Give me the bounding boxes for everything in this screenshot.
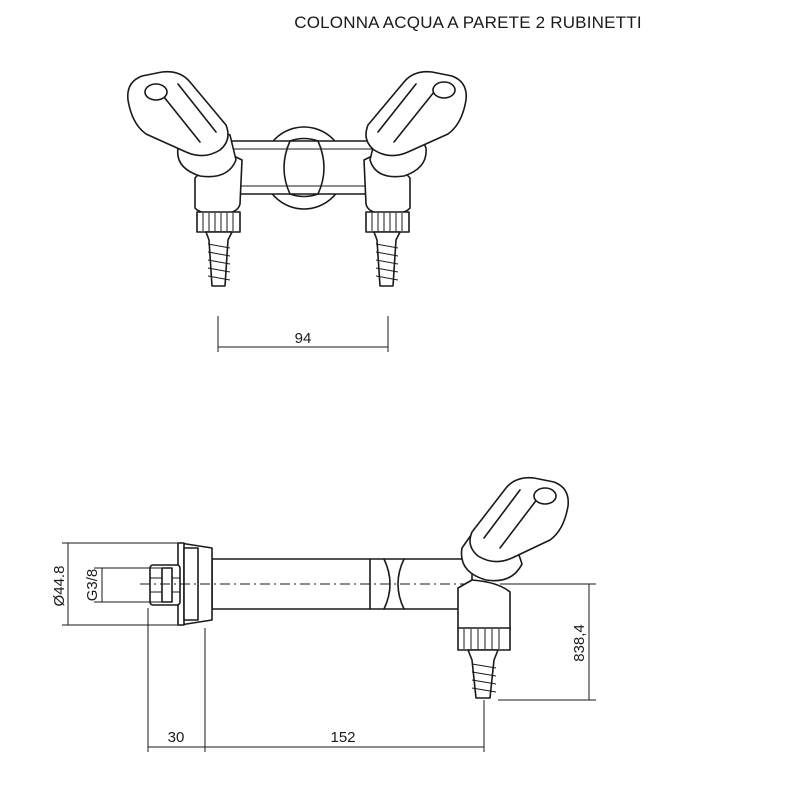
central-coupling xyxy=(283,137,325,198)
right-tap xyxy=(363,70,468,287)
right-hose-nut xyxy=(365,211,410,233)
right-hose-nozzle xyxy=(373,231,401,287)
side-tap-elbow xyxy=(457,579,511,633)
left-tap xyxy=(126,70,243,287)
side-handle-cap xyxy=(533,487,557,505)
right-handle-cap xyxy=(432,81,456,99)
dim-tap-spacing: 94 xyxy=(217,316,389,352)
front-view: 94 xyxy=(126,70,468,352)
dim-outlet-height-label: 838,4 xyxy=(571,624,588,662)
dim-thread: G3/8 xyxy=(84,567,162,603)
left-hose-nut xyxy=(196,211,241,233)
horizontal-body xyxy=(227,140,379,195)
side-view: Ø44.8 G3/8 30 152 838,4 xyxy=(51,476,596,752)
thread-stub xyxy=(161,567,173,603)
dim-tap-spacing-label: 94 xyxy=(295,330,312,347)
dim-flange-diameter: Ø44.8 xyxy=(51,542,180,626)
dim-thread-label: G3/8 xyxy=(84,569,101,602)
dim-flange-diameter-label: Ø44.8 xyxy=(51,566,68,607)
drawing-title: COLONNA ACQUA A PARETE 2 RUBINETTI xyxy=(294,13,642,32)
dim-flange-depth-label: 30 xyxy=(168,729,185,746)
dim-arm-length-label: 152 xyxy=(330,729,355,746)
dim-arm-length: 152 xyxy=(205,700,485,752)
dim-flange-depth: 30 xyxy=(147,608,206,752)
dim-outlet-height: 838,4 xyxy=(498,583,596,701)
left-handle-cap xyxy=(144,83,168,101)
side-hose-nut xyxy=(457,627,511,651)
left-hose-nozzle xyxy=(205,231,233,287)
